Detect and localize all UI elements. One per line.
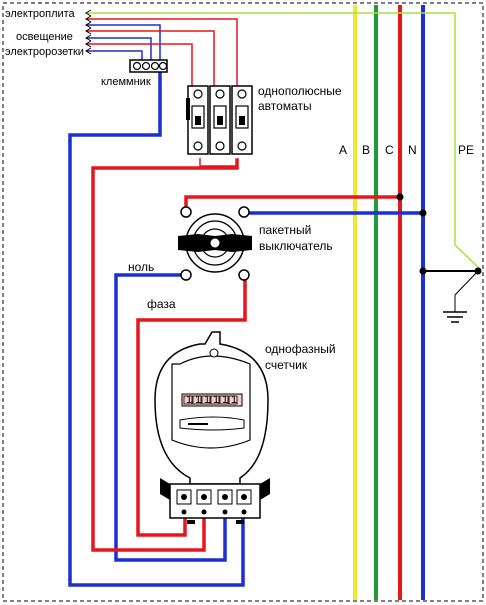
meter-digit: 1	[222, 394, 228, 406]
phase-label: фаза	[147, 297, 176, 311]
junction-dot	[419, 209, 427, 217]
feeder-3-phase	[86, 43, 193, 88]
terminal-block-label: клеммник	[101, 76, 151, 88]
feeder-2-phase	[86, 30, 215, 88]
junction-dot	[396, 193, 404, 201]
terminal-block	[129, 59, 168, 73]
feeder-label-lighting: освещение	[16, 31, 73, 43]
ground-symbol-icon	[443, 311, 467, 323]
feeder-2-neutral	[86, 37, 152, 62]
breaker-jumper	[199, 158, 237, 167]
meter-digit: 1	[195, 394, 201, 406]
bus-label-b: B	[362, 143, 370, 157]
packet-switch	[178, 206, 252, 281]
switch-label-line2: выключатель	[259, 239, 333, 253]
breakers-label-line2: автоматы	[258, 99, 312, 113]
meter-display	[181, 393, 243, 407]
switch-label-line1: пакетный	[259, 223, 311, 237]
neutral-label: ноль	[128, 260, 154, 274]
bus-label-n: N	[408, 143, 417, 157]
feeder-label-stove: электроплита	[5, 8, 76, 20]
meter-label-line2: счетчик	[265, 358, 308, 372]
bus-label-c: C	[385, 143, 394, 157]
meter-label-line1: однофазный	[265, 342, 336, 356]
breakers	[186, 85, 253, 155]
feeder-1-neutral	[86, 24, 161, 62]
feeder-1-phase	[86, 18, 238, 88]
breakers-label-line1: однополюсные	[258, 84, 342, 98]
energy-meter: 1 1 1 1 1 1	[154, 331, 270, 524]
meter-digit: 1	[186, 394, 192, 406]
bus-label-a: A	[339, 143, 347, 157]
meter-digit-boxes	[183, 395, 238, 405]
pe-wire	[88, 12, 482, 271]
feeder-3-neutral	[86, 50, 143, 62]
meter-digit: 1	[204, 394, 210, 406]
phase-bus-to-switch	[184, 195, 402, 212]
meter-digit: 1	[213, 394, 219, 406]
neutral-switch-to-meter	[114, 273, 227, 562]
bus-label-pe: PE	[458, 143, 474, 157]
ground-lead	[454, 270, 479, 312]
meter-digit: 1	[231, 394, 237, 406]
phase-switch-to-meter	[136, 273, 247, 537]
feeder-arrows	[85, 9, 92, 55]
feeder-label-outlets: электророзетки	[5, 46, 84, 58]
neutral-meter-to-block	[68, 70, 245, 587]
